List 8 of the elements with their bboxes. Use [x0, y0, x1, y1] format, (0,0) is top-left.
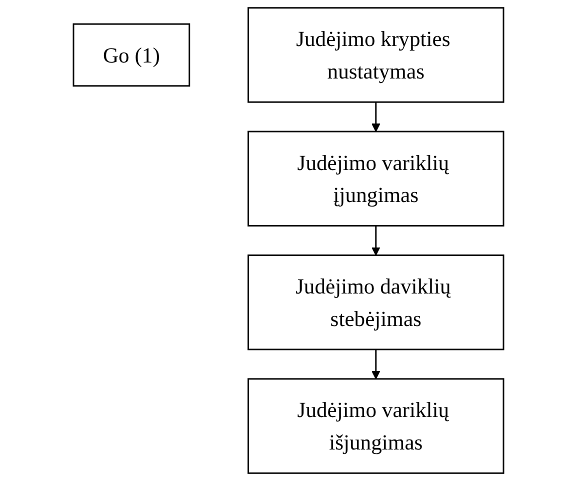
node-box: Go (1) — [72, 23, 190, 87]
node-box: Judėjimo variklių išjungimas — [248, 378, 504, 474]
node-box: Judėjimo daviklių stebėjimas — [248, 254, 504, 350]
arrow — [372, 349, 380, 380]
arrow — [372, 226, 380, 256]
arrow — [372, 102, 380, 132]
node-box: Judėjimo variklių įjungimas — [248, 130, 504, 227]
node-box: Judėjimo krypties nustatymas — [248, 7, 504, 103]
